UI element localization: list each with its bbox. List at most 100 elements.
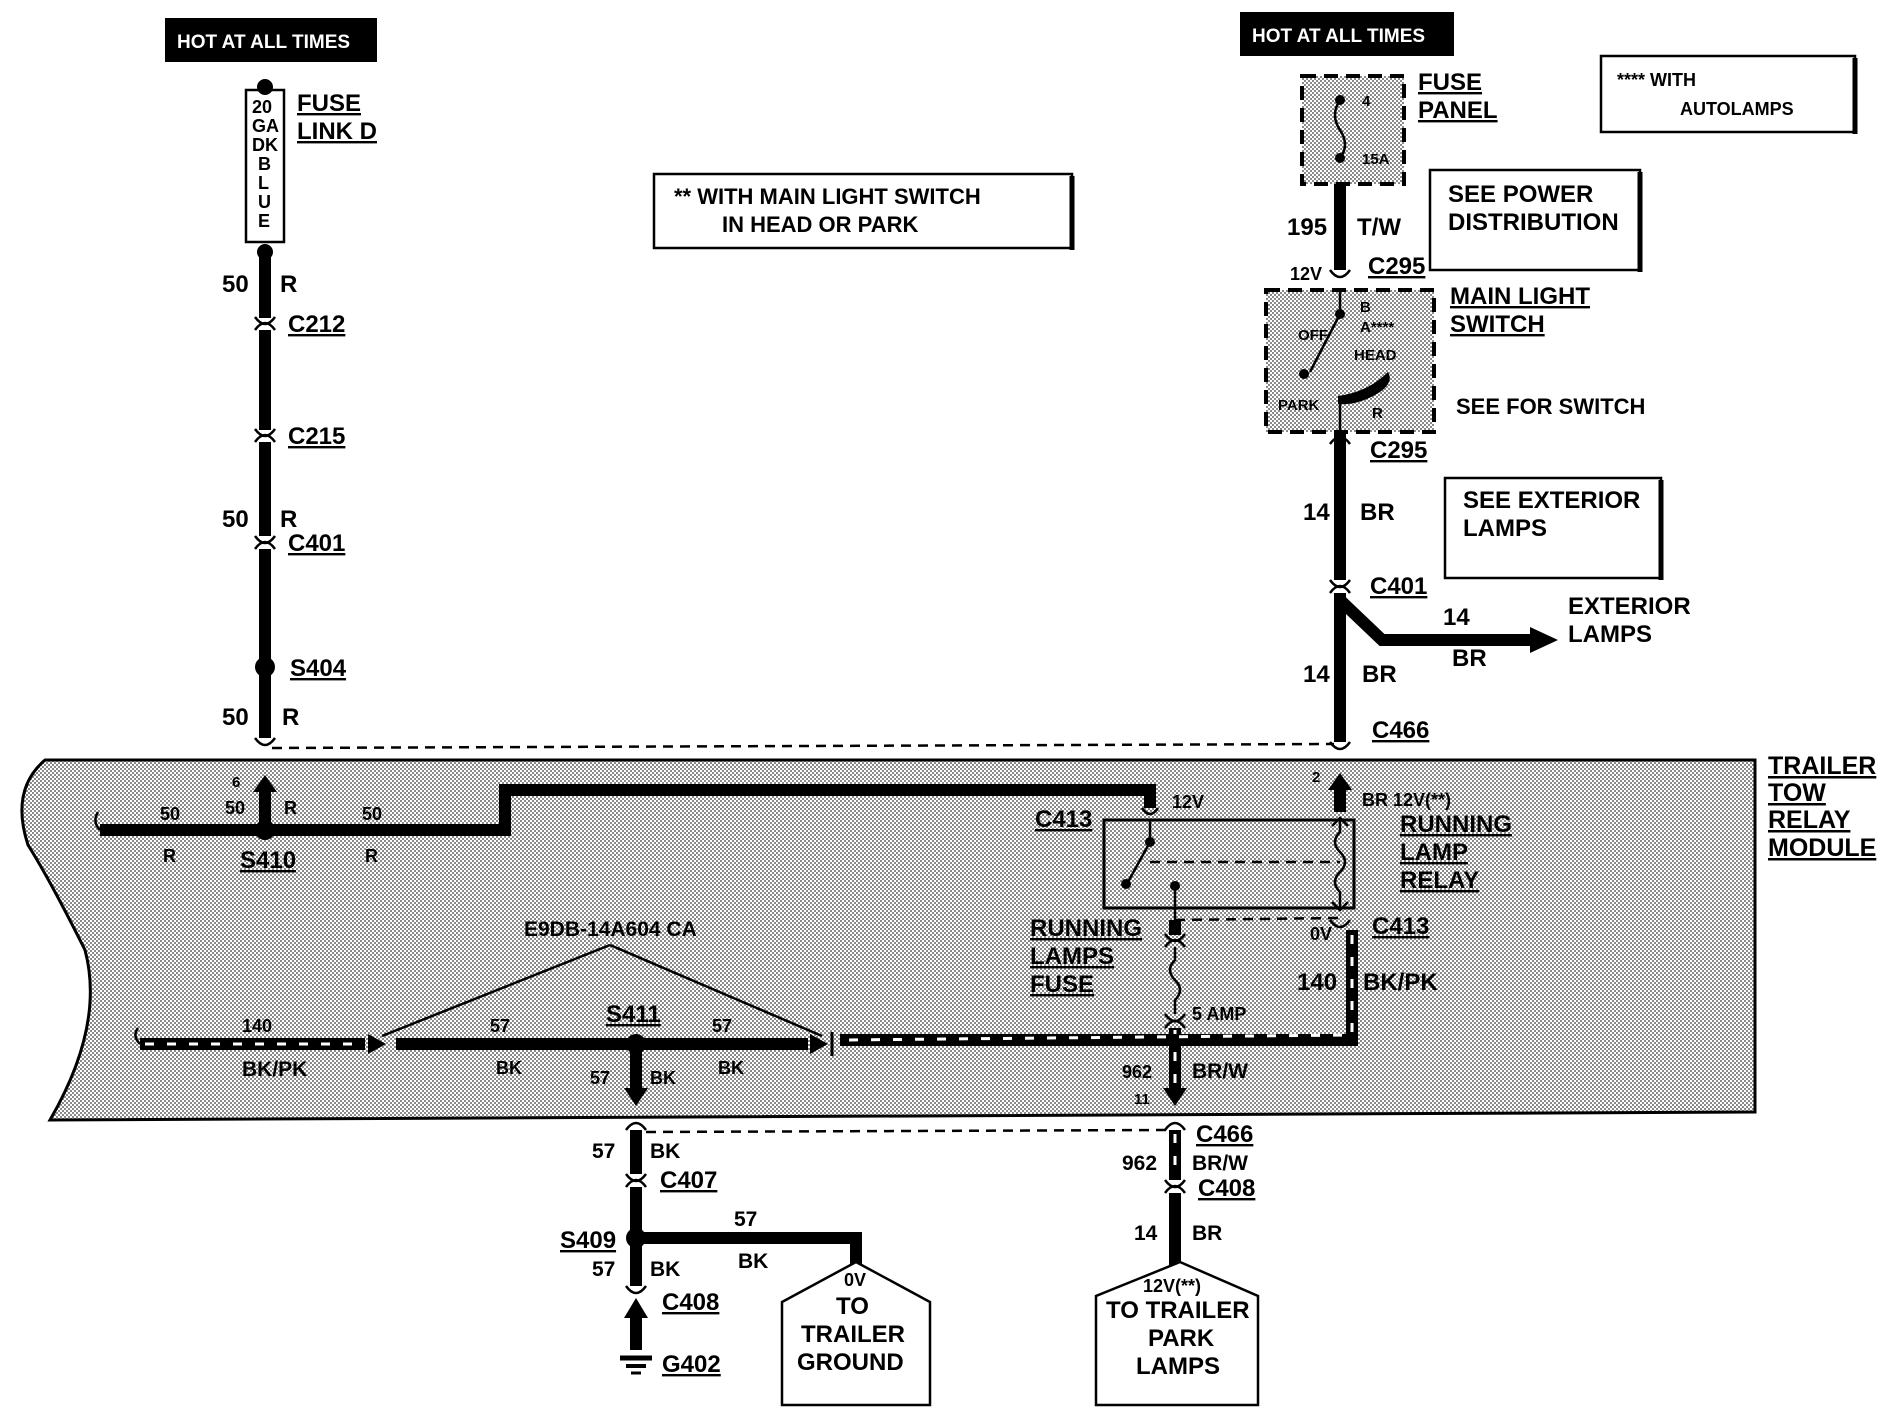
splice-s410: S410 [240,847,296,874]
fuse-amp: 5 AMP [1192,1004,1246,1024]
fuse-link-d: 20 GA DK B L U E FUSE LINK D [244,79,377,260]
mod-140-col: BK/PK [1363,969,1438,996]
connector-c212: C212 [288,311,345,338]
svg-text:E9DB-14A604 CA: E9DB-14A604 CA [524,918,697,941]
mod-br-12v: BR 12V(**) [1362,790,1451,810]
right-w3-num: 14 [1303,661,1330,688]
ground-g402: G402 [662,1351,721,1378]
connector-c401-right: C401 [1370,573,1427,600]
svg-text:GROUND: GROUND [797,1349,904,1376]
fuse-label-1: RUNNING [1030,915,1142,942]
lr-w1-num: 962 [1122,1152,1157,1175]
branch-num: 14 [1443,604,1470,631]
svg-text:15A: 15A [1362,151,1390,168]
left-w3-col: R [282,704,299,731]
relay-label-1: RUNNING [1400,811,1512,838]
running-lamp-relay [1102,807,1356,920]
svg-text:PANEL: PANEL [1418,97,1498,124]
power-distribution-note: SEE POWER DISTRIBUTION [1428,168,1643,272]
mod-57c-col: BK [650,1068,676,1088]
mod-962-num: 962 [1122,1062,1152,1082]
svg-text:B: B [258,154,271,174]
left-w2-col: R [280,506,297,533]
right-w3-col: BR [1362,661,1397,688]
connector-c407: C407 [660,1167,717,1194]
svg-text:U: U [258,192,271,212]
svg-text:B: B [1360,299,1371,316]
svg-text:PARK: PARK [1278,397,1320,414]
svg-text:DISTRIBUTION: DISTRIBUTION [1448,209,1619,236]
mod-50b-col: R [284,798,297,818]
fuse-label-3: FUSE [1030,971,1094,998]
mod-57b-num: 57 [712,1016,732,1036]
mod-50c-col: R [365,846,378,866]
svg-text:TOW: TOW [1768,779,1826,807]
left-w3-num: 50 [222,704,249,731]
svg-text:FUSE: FUSE [1418,69,1482,96]
pin-2: 2 [1312,769,1320,786]
connector-c408-right: C408 [1198,1175,1255,1202]
ll-w2-num: 57 [592,1258,615,1281]
svg-text:HEAD: HEAD [1354,347,1397,364]
svg-text:SEE POWER: SEE POWER [1448,181,1593,208]
mod-50a-col: R [163,846,176,866]
right-12v: 12V [1290,264,1322,284]
main-light-switch-note: ** WITH MAIN LIGHT SWITCH IN HEAD OR PAR… [652,172,1075,250]
trailer-ground-box: 0V TO TRAILER GROUND [780,1260,932,1407]
left-w2-num: 50 [222,506,249,533]
ll-w2-col: BK [650,1258,680,1281]
svg-text:4: 4 [1362,93,1371,110]
mod-140b-num: 140 [242,1016,272,1036]
switch-name-2: SWITCH [1450,311,1545,338]
connector-c408-left: C408 [662,1289,719,1316]
ll-branch-col: BK [738,1250,768,1273]
svg-text:LAMPS: LAMPS [1136,1353,1220,1380]
mod-12v: 12V [1172,792,1204,812]
connector-c466-top: C466 [1372,717,1429,744]
svg-text:L: L [258,173,269,193]
relay-label-3: RELAY [1400,867,1479,894]
svg-text:E: E [258,211,270,231]
svg-text:HOT AT ALL TIMES: HOT AT ALL TIMES [1252,26,1425,47]
mod-0v: 0V [1310,924,1332,944]
exterior-lamps-2: LAMPS [1568,621,1652,648]
svg-text:GA: GA [252,116,279,136]
mod-962-col: BR/W [1192,1060,1248,1083]
left-w1-col: R [280,271,297,298]
harness-boundary-bottom [645,1128,1169,1134]
autolamps-note: **** WITH AUTOLAMPS [1599,54,1858,134]
pin-6: 6 [232,774,240,791]
ll-w1-num: 57 [592,1140,615,1163]
wire-140-relay [840,919,1358,1046]
right-feed-wire [1328,184,1558,751]
switch-name-1: MAIN LIGHT [1450,283,1590,310]
svg-text:20: 20 [252,97,272,117]
connector-c413-left: C413 [1035,806,1092,833]
lower-right-wires [1163,1121,1187,1265]
module-power-wire [94,775,1156,840]
mod-57a-num: 57 [490,1016,510,1036]
fuse-label-2: LAMPS [1030,943,1114,970]
mod-50c: 50 [362,804,382,824]
svg-text:**** WITH: **** WITH [1617,70,1696,90]
left-w1-num: 50 [222,271,249,298]
lr-w2-num: 14 [1134,1222,1158,1245]
mod-140b-col: BK/PK [242,1058,307,1081]
connector-c413-right: C413 [1372,913,1429,940]
right-w2-col: BR [1360,499,1395,526]
splice-s411: S411 [606,1001,661,1028]
connector-c466-bottom: C466 [1196,1121,1253,1148]
connector-c295-bottom: C295 [1370,437,1427,464]
splice-s409: S409 [560,1227,616,1254]
mod-57b-col: BK [718,1058,744,1078]
module-name: TRAILER TOW RELAY MODULE [1768,752,1876,862]
svg-text:FUSE: FUSE [297,90,361,117]
svg-text:TO: TO [836,1293,869,1320]
svg-text:AUTOLAMPS: AUTOLAMPS [1680,99,1794,119]
part-number-callout: E9DB-14A604 CA [381,918,823,1038]
lr-w1-col: BR/W [1192,1152,1248,1175]
svg-text:OFF: OFF [1298,327,1328,344]
svg-text:0V: 0V [844,1270,866,1290]
branch-col: BR [1452,645,1487,672]
svg-text:LAMPS: LAMPS [1463,515,1547,542]
